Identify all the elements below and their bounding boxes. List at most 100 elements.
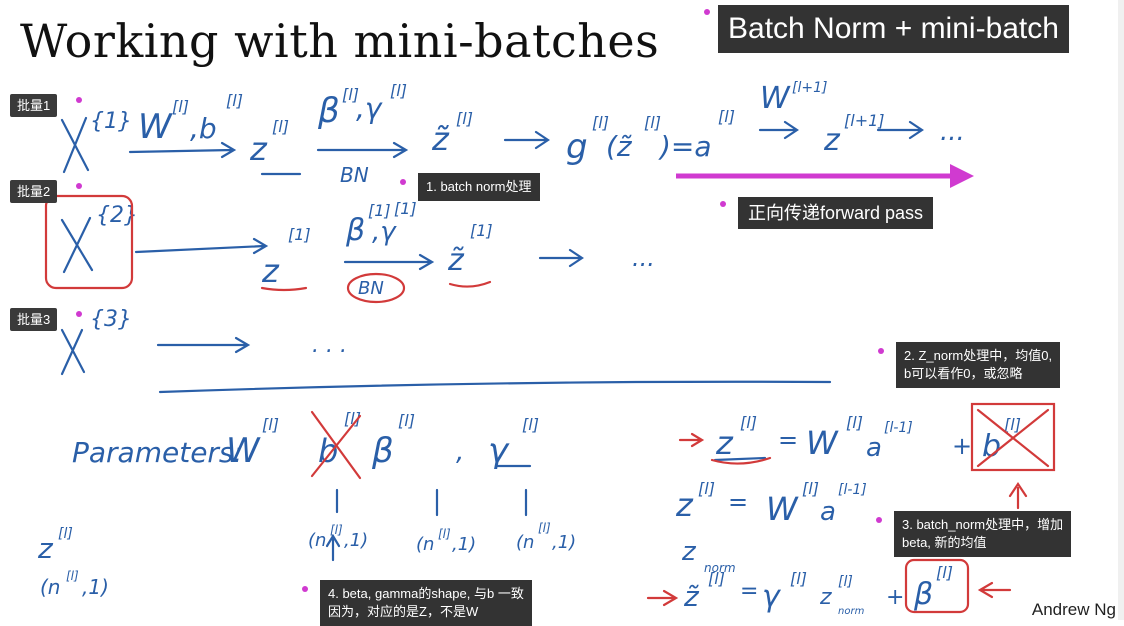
section-banner: Batch Norm + mini-batch xyxy=(718,5,1069,53)
svg-text:[l]: [l] xyxy=(698,479,715,498)
svg-text:BN: BN xyxy=(340,163,369,187)
svg-text:[1]: [1] xyxy=(470,221,493,240)
svg-text:+: + xyxy=(952,432,972,460)
svg-text:β: β xyxy=(371,431,394,471)
svg-text:. . .: . . . xyxy=(312,333,347,358)
note-batch-norm: 1. batch norm处理 xyxy=(418,173,540,201)
svg-text:[l]: [l] xyxy=(592,113,609,132)
svg-text:[1]: [1] xyxy=(368,201,391,220)
note-pin-icon xyxy=(878,348,884,354)
svg-text:BN: BN xyxy=(358,278,384,299)
svg-text:[l]: [l] xyxy=(344,409,361,428)
svg-text:[l]: [l] xyxy=(330,523,343,537)
note-forward-pass: 正向传递forward pass xyxy=(738,197,934,229)
svg-text:W: W xyxy=(766,490,799,528)
svg-text:=: = xyxy=(778,426,798,454)
svg-text:[l]: [l] xyxy=(708,569,725,588)
svg-text:[1]: [1] xyxy=(288,225,311,244)
note-pin-icon xyxy=(400,179,406,185)
svg-text:z: z xyxy=(675,486,694,524)
svg-text:[l]: [l] xyxy=(1004,415,1021,434)
svg-text:[l+1]: [l+1] xyxy=(844,111,885,130)
note-pin-icon xyxy=(704,9,710,15)
svg-text:z: z xyxy=(823,123,841,158)
svg-text:β: β xyxy=(345,213,365,248)
note-pin-icon xyxy=(876,517,882,523)
svg-text:β: β xyxy=(913,577,933,612)
svg-text:{1}: {1} xyxy=(90,109,132,134)
svg-text:=: = xyxy=(740,579,758,604)
note-pin-icon xyxy=(76,97,82,103)
svg-text:z: z xyxy=(261,252,280,290)
svg-text:{3}: {3} xyxy=(90,307,132,332)
svg-text:[1]: [1] xyxy=(394,199,417,218)
svg-text:,γ: ,γ xyxy=(356,92,383,125)
note-pin-icon xyxy=(720,201,726,207)
svg-text:norm: norm xyxy=(704,561,736,575)
svg-text:b: b xyxy=(982,429,1001,464)
svg-text:,1): ,1) xyxy=(552,532,576,553)
svg-text:z: z xyxy=(37,532,54,565)
svg-text:(n: (n xyxy=(516,532,534,553)
svg-text:(n: (n xyxy=(40,575,60,599)
svg-text:,1): ,1) xyxy=(82,575,109,599)
svg-text:Parameters:: Parameters: xyxy=(72,436,243,469)
svg-text:[l]: [l] xyxy=(226,91,243,110)
note-pin-icon xyxy=(76,311,82,317)
svg-text:[l]: [l] xyxy=(58,526,73,542)
svg-text:[l]: [l] xyxy=(398,411,415,430)
svg-text:[l]: [l] xyxy=(522,415,539,434)
note-pin-icon xyxy=(76,183,82,189)
svg-text:[l]: [l] xyxy=(718,107,735,126)
svg-text:[l]: [l] xyxy=(790,569,807,588)
svg-text:[l]: [l] xyxy=(538,521,551,535)
svg-text:a: a xyxy=(820,497,836,527)
svg-text:[l]: [l] xyxy=(936,563,953,582)
svg-text:)=a: )=a xyxy=(658,130,712,163)
svg-text:,1): ,1) xyxy=(452,534,476,555)
note-z-norm: 2. Z_norm处理中，均值0, b可以看作0，或忽略 xyxy=(896,342,1061,388)
svg-text:(n: (n xyxy=(416,534,434,555)
batch-tag-3: 批量3 xyxy=(10,308,58,331)
svg-text:g: g xyxy=(566,127,588,167)
svg-text:z: z xyxy=(681,537,697,567)
svg-text:=: = xyxy=(728,488,748,516)
svg-text:[l]: [l] xyxy=(272,117,289,136)
svg-text:z̃: z̃ xyxy=(431,120,450,158)
svg-text:W: W xyxy=(806,424,839,462)
svg-text:W: W xyxy=(760,81,791,116)
svg-text:+: + xyxy=(886,585,904,610)
svg-text:W: W xyxy=(226,431,261,471)
svg-text:β: β xyxy=(317,91,340,131)
svg-text:[l]: [l] xyxy=(438,527,451,541)
svg-text:[l]: [l] xyxy=(262,415,279,434)
svg-text:,1): ,1) xyxy=(344,530,368,551)
svg-text:[l]: [l] xyxy=(66,569,79,583)
svg-text:[l]: [l] xyxy=(456,109,473,128)
svg-text:(n: (n xyxy=(308,530,326,551)
svg-text:[l+1]: [l+1] xyxy=(792,80,827,96)
svg-text:,b: ,b xyxy=(190,112,217,145)
svg-text:...: ... xyxy=(940,117,965,147)
batch-tag-2: 批量2 xyxy=(10,180,58,203)
note-pin-icon xyxy=(302,586,308,592)
author-credit: Andrew Ng xyxy=(1031,600,1116,619)
svg-text:[l]: [l] xyxy=(838,574,853,590)
svg-text:[l]: [l] xyxy=(644,113,661,132)
scrollbar[interactable] xyxy=(1118,0,1124,620)
note-beta-mean: 3. batch_norm处理中，增加 beta, 新的均值 xyxy=(894,511,1072,557)
svg-text:norm: norm xyxy=(838,606,865,617)
svg-text:[l]: [l] xyxy=(802,479,819,498)
svg-text:W: W xyxy=(138,107,173,147)
svg-text:z: z xyxy=(819,585,832,610)
batch-tag-1: 批量1 xyxy=(10,94,58,117)
svg-text:[l-1]: [l-1] xyxy=(838,482,867,498)
note-shape: 4. beta, gamma的shape, 与b 一致 因为，对应的是Z，不是W xyxy=(320,580,532,626)
svg-text:,: , xyxy=(456,437,464,467)
svg-text:(z̃: (z̃ xyxy=(606,130,633,163)
svg-text:γ: γ xyxy=(762,579,782,614)
svg-text:[l]: [l] xyxy=(740,413,757,432)
slide-title: Working with mini-batches xyxy=(20,14,660,68)
svg-text:z̃: z̃ xyxy=(447,243,465,278)
